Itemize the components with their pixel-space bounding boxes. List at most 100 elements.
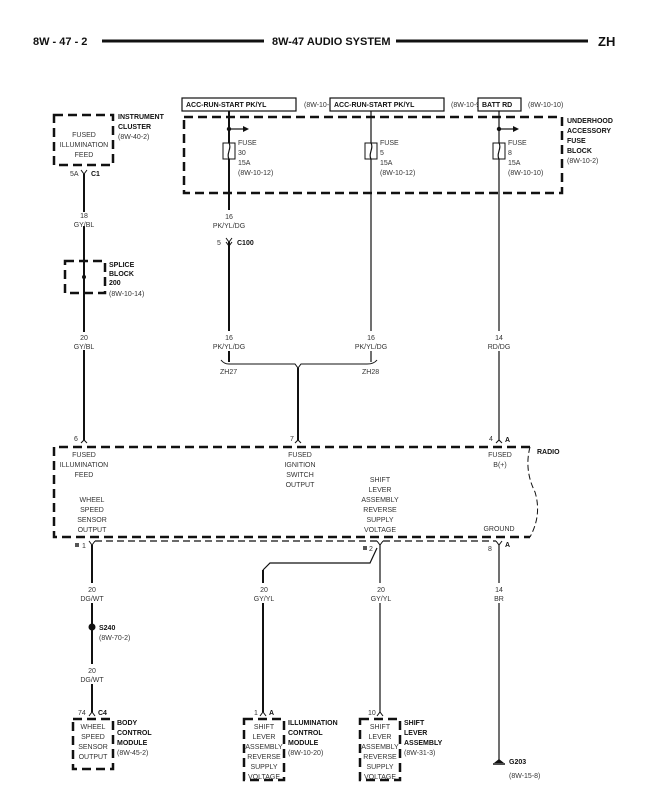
arrow-icon xyxy=(243,126,249,132)
shielded-icon xyxy=(363,546,367,550)
svg-text:SPEED: SPEED xyxy=(80,507,104,514)
svg-text:RADIO: RADIO xyxy=(537,449,560,456)
svg-text:REVERSE: REVERSE xyxy=(247,754,281,761)
svg-text:FUSED: FUSED xyxy=(488,452,512,459)
svg-text:8: 8 xyxy=(508,150,512,157)
svg-text:UNDERHOOD: UNDERHOOD xyxy=(567,118,613,125)
fuse-5: FUSE 5 15A (8W-10-12) xyxy=(364,111,415,340)
page-header: 8W - 47 - 2 8W-47 AUDIO SYSTEM ZH xyxy=(33,34,615,49)
svg-text:20: 20 xyxy=(260,587,268,594)
svg-text:SPEED: SPEED xyxy=(81,734,105,741)
svg-text:FUSE: FUSE xyxy=(567,138,586,145)
svg-text:(8W-10-12): (8W-10-12) xyxy=(380,170,415,177)
svg-text:(8W-10-9): (8W-10-9) xyxy=(304,102,335,109)
splice-s240: S240 (8W-70-2) xyxy=(88,623,130,642)
svg-text:2: 2 xyxy=(369,546,373,553)
svg-text:15A: 15A xyxy=(238,160,251,167)
svg-text:FUSE: FUSE xyxy=(380,140,399,147)
svg-text:A: A xyxy=(505,542,510,549)
svg-text:6: 6 xyxy=(74,436,78,443)
splice-block-200: SPLICE BLOCK 200 (8W-10-14) xyxy=(63,259,144,298)
svg-text:200: 200 xyxy=(109,280,121,287)
svg-text:14: 14 xyxy=(495,335,503,342)
svg-text:ASSEMBLY: ASSEMBLY xyxy=(361,744,399,751)
svg-text:WHEEL: WHEEL xyxy=(81,724,106,731)
source-acc-run-start-1: ACC-RUN-START PK/YL (8W-10-9) xyxy=(181,97,335,112)
svg-text:SENSOR: SENSOR xyxy=(78,744,108,751)
svg-text:SPLICE: SPLICE xyxy=(109,262,135,269)
ground-icon xyxy=(494,759,504,763)
connector-c100: 5 C100 xyxy=(217,237,254,340)
svg-text:G203: G203 xyxy=(509,759,526,766)
svg-text:16: 16 xyxy=(225,214,233,221)
svg-text:BLOCK: BLOCK xyxy=(109,271,134,278)
svg-text:(8W-31-3): (8W-31-3) xyxy=(404,750,435,757)
svg-text:BODY: BODY xyxy=(117,720,138,727)
svg-text:20: 20 xyxy=(377,587,385,594)
svg-text:OUTPUT: OUTPUT xyxy=(286,482,316,489)
svg-text:BLOCK: BLOCK xyxy=(567,148,592,155)
svg-text:(8W-10-14): (8W-10-14) xyxy=(109,291,144,298)
svg-text:SHIFT: SHIFT xyxy=(404,720,425,727)
svg-text:15A: 15A xyxy=(380,160,393,167)
svg-text:PK/YL/DG: PK/YL/DG xyxy=(213,223,245,230)
illumination-control-module: 1 A SHIFT LEVER ASSEMBLY REVERSE SUPPLY … xyxy=(242,710,338,782)
page-number: 8W - 47 - 2 xyxy=(33,36,87,48)
svg-text:INSTRUMENT: INSTRUMENT xyxy=(118,114,165,121)
svg-text:LEVER: LEVER xyxy=(404,730,427,737)
svg-text:(8W-45-2): (8W-45-2) xyxy=(117,750,148,757)
svg-text:ACCESSORY: ACCESSORY xyxy=(567,128,611,135)
radio: RADIO 6 FUSED ILLUMINATION FEED 7 FUSED … xyxy=(52,436,560,553)
svg-text:LEVER: LEVER xyxy=(253,734,276,741)
svg-text:FEED: FEED xyxy=(75,152,94,159)
svg-text:4: 4 xyxy=(489,436,493,443)
svg-text:BATT RD: BATT RD xyxy=(482,102,512,109)
svg-text:16: 16 xyxy=(225,335,233,342)
svg-text:30: 30 xyxy=(238,150,246,157)
source-acc-run-start-2: ACC-RUN-START PK/YL (8W-10-9) xyxy=(329,97,482,112)
svg-text:MODULE: MODULE xyxy=(117,740,148,747)
svg-text:FUSED: FUSED xyxy=(288,452,312,459)
shielded-icon xyxy=(75,543,79,547)
arrow-icon xyxy=(513,126,519,132)
svg-text:16: 16 xyxy=(367,335,375,342)
svg-text:S240: S240 xyxy=(99,625,115,632)
svg-text:C4: C4 xyxy=(98,710,107,717)
svg-text:ILLUMINATION: ILLUMINATION xyxy=(60,462,109,469)
svg-text:(8W-10-2): (8W-10-2) xyxy=(567,158,598,165)
svg-text:8: 8 xyxy=(488,546,492,553)
splice-merge: ZH27 ZH28 xyxy=(220,359,379,440)
svg-text:ZH27: ZH27 xyxy=(220,369,237,376)
svg-text:PK/YL/DG: PK/YL/DG xyxy=(355,344,387,351)
svg-text:DG/WT: DG/WT xyxy=(80,677,104,684)
svg-text:GY/YL: GY/YL xyxy=(371,596,392,603)
svg-text:GY/BL: GY/BL xyxy=(74,222,95,229)
fuse-30: FUSE 30 15A (8W-10-12) xyxy=(222,111,273,228)
svg-text:ILLUMINATION: ILLUMINATION xyxy=(288,720,338,727)
svg-text:FEED: FEED xyxy=(75,472,94,479)
svg-text:IGNITION: IGNITION xyxy=(284,462,315,469)
svg-text:(8W-10-10): (8W-10-10) xyxy=(528,102,563,109)
svg-text:ACC-RUN-START PK/YL: ACC-RUN-START PK/YL xyxy=(334,102,415,109)
svg-text:DG/WT: DG/WT xyxy=(80,596,104,603)
svg-text:VOLTAGE: VOLTAGE xyxy=(364,527,396,534)
ground-g203: G203 (8W-15-8) xyxy=(493,759,540,780)
svg-text:20: 20 xyxy=(88,668,96,675)
svg-text:GY/BL: GY/BL xyxy=(74,344,95,351)
model-code: ZH xyxy=(598,34,615,49)
svg-text:(8W-10-9): (8W-10-9) xyxy=(451,102,482,109)
svg-text:(8W-40-2): (8W-40-2) xyxy=(118,134,149,141)
source-batt-rd: BATT RD (8W-10-10) xyxy=(477,97,563,112)
svg-text:ASSEMBLY: ASSEMBLY xyxy=(245,744,283,751)
svg-text:GY/YL: GY/YL xyxy=(254,596,275,603)
svg-text:FUSE: FUSE xyxy=(508,140,527,147)
svg-text:OUTPUT: OUTPUT xyxy=(79,754,109,761)
svg-text:14: 14 xyxy=(495,587,503,594)
svg-text:CLUSTER: CLUSTER xyxy=(118,124,151,131)
svg-text:A: A xyxy=(505,437,510,444)
svg-text:18: 18 xyxy=(80,213,88,220)
svg-text:FUSE: FUSE xyxy=(238,140,257,147)
svg-text:5A: 5A xyxy=(70,171,79,178)
body-control-module: 74 C4 WHEEL SPEED SENSOR OUTPUT BODY CON… xyxy=(71,710,152,771)
